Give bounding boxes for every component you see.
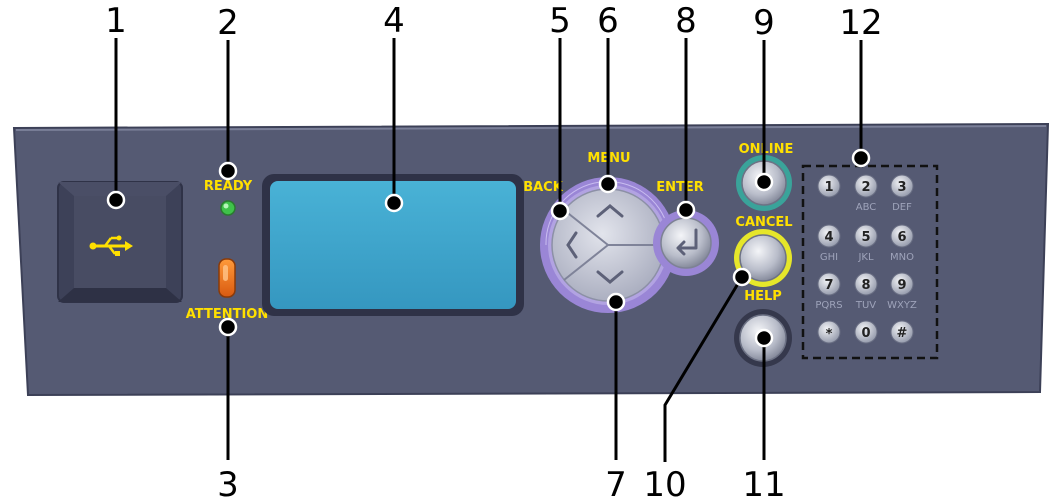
svg-text:DEF: DEF — [892, 202, 912, 213]
keypad-key-1[interactable]: 1 — [817, 174, 841, 198]
panel-top-highlight — [15, 125, 1047, 131]
keypad-key-8[interactable]: 8 TUV — [854, 272, 878, 311]
svg-text:5: 5 — [861, 230, 870, 245]
callout-11: 11 — [742, 465, 785, 503]
enter-return-icon — [676, 228, 698, 256]
keypad-key-3[interactable]: 3 DEF — [890, 174, 914, 213]
callout-7: 7 — [605, 465, 627, 503]
enter-button[interactable] — [660, 217, 712, 269]
keypad: 1 2 ABC 3 DEF 4 GHI 5 JKL 6 MNO — [815, 174, 917, 344]
callout-1: 1 — [105, 1, 127, 41]
ready-led — [220, 200, 236, 216]
lcd-display — [270, 181, 516, 309]
keypad-key-2[interactable]: 2 ABC — [854, 174, 878, 213]
svg-text:8: 8 — [861, 278, 870, 293]
keypad-key-4[interactable]: 4 GHI — [817, 224, 841, 263]
svg-text:3: 3 — [897, 180, 906, 195]
keypad-key-0[interactable]: 0 — [854, 320, 878, 344]
keypad-key-6[interactable]: 6 MNO — [890, 224, 914, 263]
leader-dots — [106, 148, 871, 348]
svg-text:WXYZ: WXYZ — [887, 300, 917, 311]
cancel-label: CANCEL — [735, 215, 792, 230]
keypad-key-7[interactable]: 7 PQRS — [815, 272, 843, 311]
chevron-down-icon[interactable] — [596, 270, 624, 284]
keypad-key-5[interactable]: 5 JKL — [854, 224, 878, 263]
callout-4: 4 — [383, 1, 405, 41]
svg-text:1: 1 — [824, 180, 833, 195]
svg-text:6: 6 — [897, 230, 906, 245]
attention-label: ATTENTION — [186, 307, 268, 322]
callout-9: 9 — [753, 3, 775, 43]
online-label: ONLINE — [739, 142, 794, 157]
svg-text:9: 9 — [897, 278, 906, 293]
callout-2: 2 — [217, 3, 239, 43]
help-label: HELP — [744, 289, 782, 304]
cancel-button[interactable] — [739, 234, 787, 282]
enter-label: ENTER — [656, 180, 704, 195]
callout-10: 10 — [643, 465, 686, 503]
callout-3: 3 — [217, 465, 239, 503]
ready-label: READY — [204, 179, 253, 194]
callout-5: 5 — [549, 1, 571, 41]
svg-text:MNO: MNO — [890, 252, 914, 263]
svg-text:*: * — [826, 327, 833, 342]
svg-text:7: 7 — [824, 278, 833, 293]
svg-text:4: 4 — [824, 230, 833, 245]
callout-8: 8 — [675, 1, 697, 41]
svg-text:TUV: TUV — [855, 300, 876, 311]
svg-text:2: 2 — [861, 180, 870, 195]
callout-12: 12 — [839, 3, 882, 43]
back-label: BACK — [523, 180, 564, 195]
leader-lines — [114, 38, 863, 462]
svg-text:#: # — [897, 326, 908, 341]
svg-text:JKL: JKL — [857, 252, 874, 263]
keypad-key-hash[interactable]: # — [890, 320, 914, 344]
chevron-left-icon[interactable] — [566, 231, 578, 259]
svg-text:ABC: ABC — [856, 202, 877, 213]
svg-text:0: 0 — [861, 326, 870, 341]
svg-text:GHI: GHI — [820, 252, 838, 263]
keypad-key-star[interactable]: * — [817, 320, 841, 344]
keypad-key-9[interactable]: 9 WXYZ — [887, 272, 917, 311]
usb-icon — [89, 235, 133, 256]
keypad-outline — [801, 164, 939, 360]
usb-port[interactable] — [57, 181, 183, 303]
chevron-up-icon[interactable] — [596, 204, 624, 218]
svg-text:PQRS: PQRS — [815, 300, 842, 311]
callout-6: 6 — [597, 1, 619, 41]
